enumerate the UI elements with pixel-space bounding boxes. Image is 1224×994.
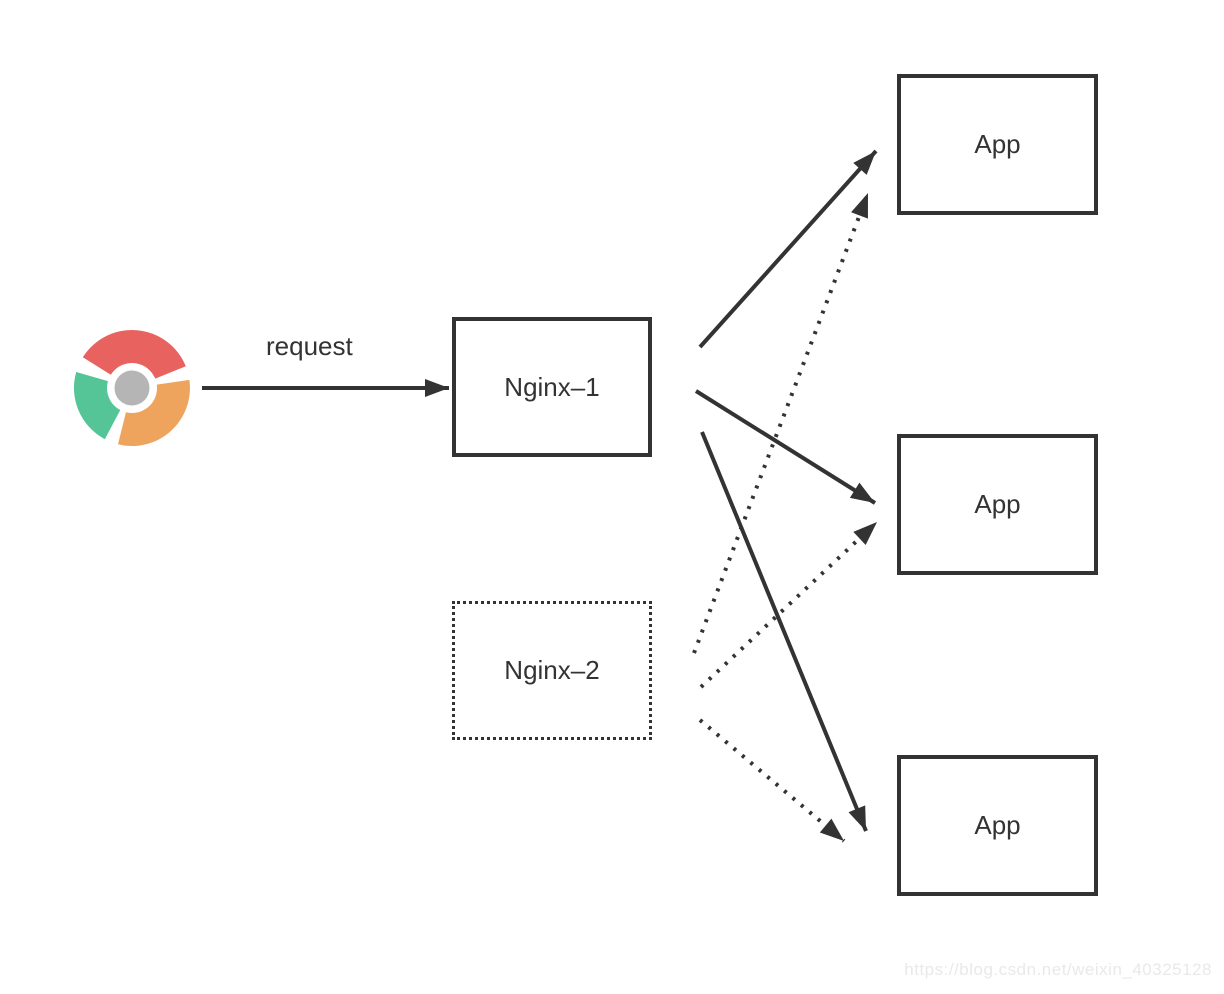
edge-nginx1-app3 [700,431,868,832]
request-edge-label: request [266,331,353,361]
watermark-text: https://blog.csdn.net/weixin_40325128 [904,960,1212,979]
browser-node [72,328,192,448]
nginx1-node: Nginx–1 [452,317,652,457]
edge-nginx1-app2 [694,389,877,505]
chrome-icon [73,329,190,447]
nginx2-label: Nginx–2 [504,655,600,685]
nginx1-label: Nginx–1 [504,371,600,402]
edge-nginx2-app1 [692,192,870,654]
app2-node: App [897,434,1098,575]
app3-label: App [974,810,1021,840]
app3-node: App [897,755,1098,896]
app2-label: App [974,489,1021,519]
nginx2-node: Nginx–2 [452,601,652,740]
edge-nginx2-app3 [698,718,846,843]
app1-label: App [974,129,1021,159]
edge-nginx2-app2 [699,520,879,689]
edge-nginx1-app1 [698,149,878,349]
app1-node: App [897,74,1098,215]
